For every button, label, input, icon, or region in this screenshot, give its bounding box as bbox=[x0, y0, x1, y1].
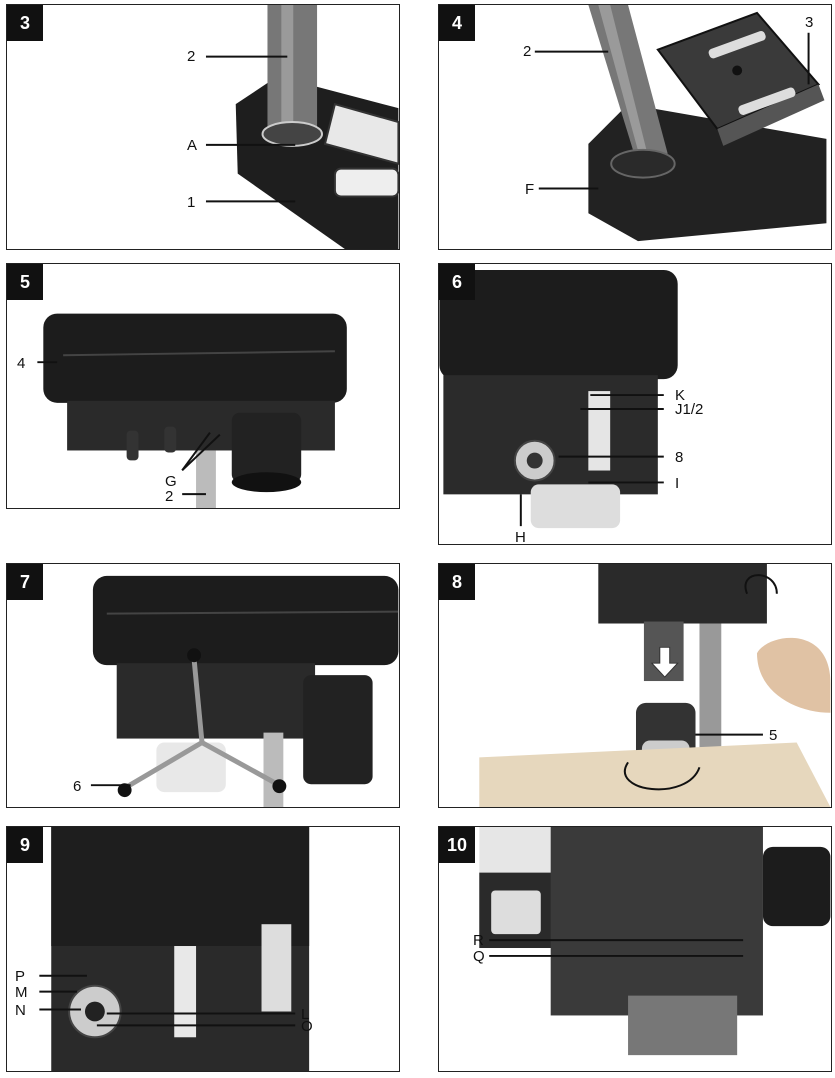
label-2: 2 bbox=[187, 48, 196, 65]
label-f: F bbox=[525, 181, 535, 198]
figure-number-badge: 5 bbox=[7, 264, 43, 300]
figure-5-panel: 5 4 G 2 bbox=[6, 263, 400, 509]
figure-6-illustration bbox=[439, 269, 678, 529]
label-4: 4 bbox=[17, 355, 26, 372]
figure-3-panel: 3 2 A 1 bbox=[6, 4, 400, 250]
figure-9-panel: 9 P M N L O bbox=[6, 826, 400, 1072]
label-o: O bbox=[301, 1018, 313, 1035]
label-r: R bbox=[473, 932, 484, 949]
figure-10-illustration bbox=[479, 827, 831, 1056]
label-p: P bbox=[15, 968, 26, 985]
figure-number-badge: 3 bbox=[7, 5, 43, 41]
label-6: 6 bbox=[73, 778, 82, 795]
label-k: K bbox=[675, 387, 686, 404]
label-5: 5 bbox=[769, 727, 778, 744]
label-h: H bbox=[515, 529, 526, 545]
label-l: L bbox=[301, 1006, 310, 1023]
figure-8-illustration bbox=[479, 564, 831, 807]
figure-5-illustration bbox=[37, 313, 347, 508]
figure-3-illustration bbox=[205, 5, 399, 249]
label-a: A bbox=[187, 137, 198, 154]
figure-9-illustration bbox=[39, 827, 310, 1071]
figure-number-badge: 7 bbox=[7, 564, 43, 600]
label-i: I bbox=[675, 475, 680, 492]
figure-4-illustration bbox=[534, 5, 827, 242]
figure-6-panel: 6 K J1/2 8 I H bbox=[438, 263, 832, 545]
label-m: M bbox=[15, 984, 28, 1001]
figure-number-badge: 8 bbox=[439, 564, 475, 600]
label-8: 8 bbox=[675, 449, 684, 466]
label-2: 2 bbox=[523, 43, 532, 60]
figure-7-illustration bbox=[90, 575, 399, 807]
figure-number-badge: 9 bbox=[7, 827, 43, 863]
figure-number-badge: 6 bbox=[439, 264, 475, 300]
figure-number-badge: 10 bbox=[439, 827, 475, 863]
label-q: Q bbox=[473, 948, 485, 965]
figure-4-panel: 4 2 3 F bbox=[438, 4, 832, 250]
label-n: N bbox=[15, 1002, 26, 1019]
label-3: 3 bbox=[805, 14, 814, 31]
figure-10-panel: 10 R Q bbox=[438, 826, 832, 1072]
label-j1-2: J1/2 bbox=[675, 401, 704, 418]
label-2: 2 bbox=[165, 488, 174, 505]
figure-7-panel: 7 6 bbox=[6, 563, 400, 808]
label-g: G bbox=[165, 473, 177, 490]
label-1: 1 bbox=[187, 194, 196, 211]
figure-8-panel: 8 5 bbox=[438, 563, 832, 808]
figure-number-badge: 4 bbox=[439, 5, 475, 41]
